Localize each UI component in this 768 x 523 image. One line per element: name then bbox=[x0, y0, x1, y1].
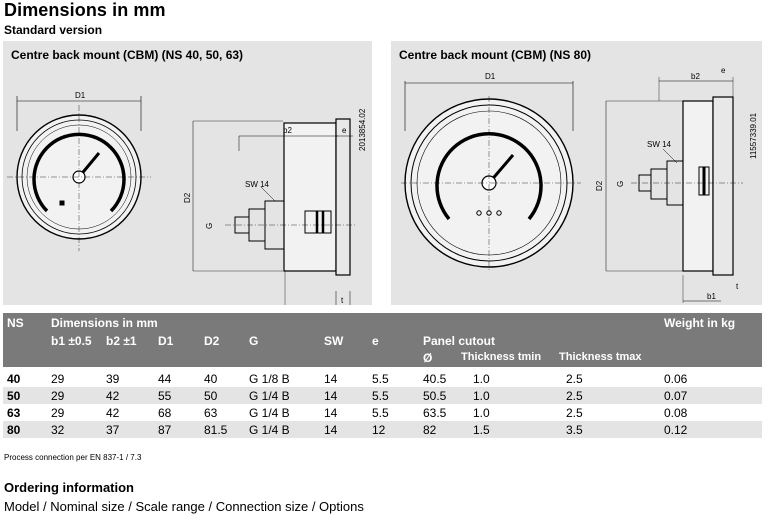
cell-tmin: 1.5 bbox=[473, 423, 490, 437]
col-b1: b1 ±0.5 bbox=[51, 334, 92, 348]
page-subtitle: Standard version bbox=[4, 23, 103, 37]
cell-b2: 39 bbox=[106, 372, 120, 386]
col-d1: D1 bbox=[158, 334, 174, 348]
table-row: 40 29 39 44 40 G 1/8 B 14 5.5 40.5 1.0 2.5 0.06 bbox=[3, 370, 762, 387]
dim-label-e: e bbox=[721, 66, 726, 75]
cell-weight: 0.07 bbox=[664, 389, 688, 403]
cell-dia: 82 bbox=[423, 423, 437, 437]
cell-dia: 50.5 bbox=[423, 389, 447, 403]
cell-b2: 42 bbox=[106, 389, 120, 403]
cell-dia: 40.5 bbox=[423, 372, 447, 386]
cell-ns: 50 bbox=[7, 389, 21, 403]
cell-b2: 37 bbox=[106, 423, 120, 437]
cell-sw: 14 bbox=[324, 372, 338, 386]
cell-sw: 14 bbox=[324, 389, 338, 403]
dim-label-e: e bbox=[342, 126, 347, 135]
col-tmin: Thickness tmin bbox=[461, 351, 542, 363]
cell-e: 5.5 bbox=[372, 372, 389, 386]
cell-g: G 1/4 B bbox=[249, 406, 290, 420]
col-group-panel-cutout: Panel cutout bbox=[423, 334, 496, 348]
col-d2: D2 bbox=[204, 334, 220, 348]
ordering-text: Model / Nominal size / Scale range / Con… bbox=[4, 499, 364, 514]
cell-b2: 42 bbox=[106, 406, 120, 420]
cell-tmin: 1.0 bbox=[473, 406, 490, 420]
col-weight: Weight in kg bbox=[664, 316, 736, 330]
cell-dia: 63.5 bbox=[423, 406, 447, 420]
drawing-title: Centre back mount (CBM) (NS 80) bbox=[399, 48, 592, 62]
cell-weight: 0.06 bbox=[664, 372, 688, 386]
col-sw: SW bbox=[324, 334, 344, 348]
ordering-heading: Ordering information bbox=[4, 480, 134, 495]
cell-weight: 0.08 bbox=[664, 406, 688, 420]
technical-drawing: D1 b2 e SW 14 G D2 b1 t 11557339.01 bbox=[401, 66, 758, 303]
col-tmax: Thickness tmax bbox=[559, 351, 642, 363]
cell-e: 5.5 bbox=[372, 389, 389, 403]
col-e: e bbox=[372, 334, 379, 348]
dim-label-sw: SW 14 bbox=[245, 180, 270, 189]
cell-b1: 29 bbox=[51, 372, 65, 386]
col-b2: b2 ±1 bbox=[106, 334, 137, 348]
gauge-front-view bbox=[7, 96, 151, 251]
table-row: 80 32 37 87 81.5 G 1/4 B 14 12 82 1.5 3.5 0.12 bbox=[3, 421, 762, 438]
cell-tmax: 2.5 bbox=[566, 389, 583, 403]
cell-ns: 63 bbox=[7, 406, 21, 420]
dim-label-b2: b2 bbox=[283, 126, 292, 135]
cell-e: 12 bbox=[372, 423, 386, 437]
dim-label-t: t bbox=[736, 282, 739, 291]
cell-weight: 0.12 bbox=[664, 423, 688, 437]
gauge-side-view bbox=[605, 77, 743, 303]
drawing-code: 11557339.01 bbox=[749, 112, 758, 159]
drawing-title: Centre back mount (CBM) (NS 40, 50, 63) bbox=[11, 48, 244, 62]
dim-label-d1: D1 bbox=[485, 72, 496, 81]
cell-ns: 80 bbox=[7, 423, 21, 437]
gauge-front-view bbox=[401, 81, 581, 271]
dim-label-g: G bbox=[205, 223, 214, 229]
cell-sw: 14 bbox=[324, 406, 338, 420]
cell-tmin: 1.0 bbox=[473, 389, 490, 403]
cell-tmax: 3.5 bbox=[566, 423, 583, 437]
table-header: NS Dimensions in mm Weight in kg b1 ±0.5… bbox=[3, 313, 762, 367]
cell-b1: 29 bbox=[51, 389, 65, 403]
cell-d2: 40 bbox=[204, 372, 218, 386]
dim-label-b1: b1 bbox=[707, 292, 716, 301]
table-row: 50 29 42 55 50 G 1/4 B 14 5.5 50.5 1.0 2.5 0.07 bbox=[3, 387, 762, 404]
dim-label-b2: b2 bbox=[691, 72, 700, 81]
drawing-code: 2013854.02 bbox=[358, 108, 367, 151]
dim-label-t: t bbox=[341, 296, 344, 305]
footnote: Process connection per EN 837-1 / 7.3 bbox=[4, 453, 142, 462]
dim-label-g: G bbox=[616, 181, 625, 187]
dim-label-d2: D2 bbox=[183, 192, 192, 203]
cell-d2: 81.5 bbox=[204, 423, 228, 437]
drawing-panel-ns80: Centre back mount (CBM) (NS 80) D1 bbox=[391, 41, 762, 305]
cell-d1: 68 bbox=[158, 406, 172, 420]
cell-g: G 1/4 B bbox=[249, 389, 290, 403]
gauge-side-view bbox=[192, 118, 355, 305]
col-ns: NS bbox=[7, 316, 24, 330]
cell-d1: 44 bbox=[158, 372, 172, 386]
cell-b1: 29 bbox=[51, 406, 65, 420]
table-row: 63 29 42 68 63 G 1/4 B 14 5.5 63.5 1.0 2.5 0.08 bbox=[3, 404, 762, 421]
cell-d1: 87 bbox=[158, 423, 172, 437]
drawing-panel-ns40-63: Centre back mount (CBM) (NS 40, 50, 63) … bbox=[3, 41, 372, 305]
dim-label-sw: SW 14 bbox=[647, 140, 672, 149]
cell-sw: 14 bbox=[324, 423, 338, 437]
cell-tmax: 2.5 bbox=[566, 406, 583, 420]
cell-ns: 40 bbox=[7, 372, 21, 386]
col-g: G bbox=[249, 334, 259, 348]
cell-e: 5.5 bbox=[372, 406, 389, 420]
dim-label-d1: D1 bbox=[75, 91, 86, 100]
dim-label-d2: D2 bbox=[595, 180, 604, 191]
cell-tmax: 2.5 bbox=[566, 372, 583, 386]
cell-tmin: 1.0 bbox=[473, 372, 490, 386]
cell-d2: 63 bbox=[204, 406, 218, 420]
col-group-dimensions: Dimensions in mm bbox=[51, 316, 158, 330]
col-dia: Ø bbox=[423, 351, 433, 365]
cell-g: G 1/8 B bbox=[249, 372, 290, 386]
page-title: Dimensions in mm bbox=[4, 0, 166, 20]
cell-b1: 32 bbox=[51, 423, 65, 437]
cell-g: G 1/4 B bbox=[249, 423, 290, 437]
technical-drawing: D1 b2 e SW 14 G D2 b bbox=[7, 91, 367, 305]
cell-d2: 50 bbox=[204, 389, 218, 403]
cell-d1: 55 bbox=[158, 389, 172, 403]
